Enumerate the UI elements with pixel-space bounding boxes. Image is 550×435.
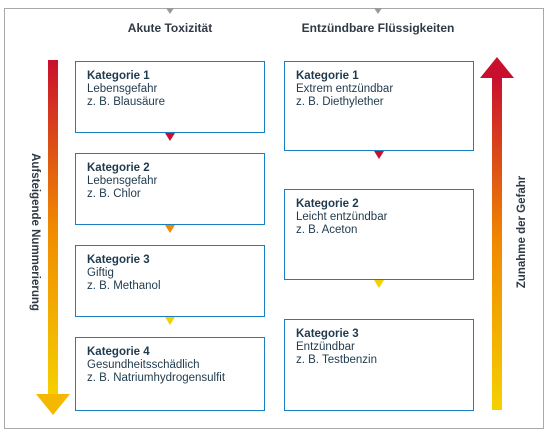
category-description: Giftig [87, 267, 114, 279]
orange-triangle-marker [165, 225, 175, 233]
red-triangle-marker [374, 151, 384, 159]
category-title: Kategorie 1 [296, 70, 359, 82]
category-example: z. B. Chlor [87, 188, 141, 200]
category-example: z. B. Natriumhydrogensulfit [87, 372, 226, 384]
top-notch-left [166, 8, 174, 14]
category-example: z. B. Aceton [296, 224, 358, 236]
category-description: Extrem entzündbar [296, 83, 394, 95]
category-title: Kategorie 2 [296, 198, 359, 210]
category-description: Entzündbar [296, 341, 355, 353]
left-category-2-box: Kategorie 2 Lebensgefahr z. B. Chlor [75, 153, 265, 225]
category-description: Lebensgefahr [87, 83, 158, 95]
category-description: Leicht entzündbar [296, 211, 388, 223]
category-title: Kategorie 3 [87, 254, 150, 266]
left-side-label: Aufsteigende Nummerierung [28, 153, 41, 311]
left-category-4-box: Kategorie 4 Gesundheitsschädlich z. B. N… [75, 337, 265, 411]
yellow-triangle-marker [374, 280, 384, 288]
category-title: Kategorie 1 [87, 70, 150, 82]
red-triangle-marker [165, 133, 175, 141]
category-example: z. B. Diethylether [296, 96, 384, 108]
ascending-numbering-arrow [36, 60, 70, 415]
right-column-heading: Entzündbare Flüssigkeiten [301, 21, 455, 35]
diagram-frame [4, 8, 544, 429]
category-description: Gesundheitsschädlich [87, 359, 200, 371]
category-title: Kategorie 2 [87, 162, 150, 174]
danger-increase-arrow [480, 57, 514, 410]
category-title: Kategorie 3 [296, 328, 359, 340]
category-title: Kategorie 4 [87, 346, 150, 358]
top-notch-right [374, 8, 382, 14]
category-description: Lebensgefahr [87, 175, 158, 187]
right-side-label: Zunahme der Gefahr [516, 175, 529, 289]
right-category-2-box: Kategorie 2 Leicht entzündbar z. B. Acet… [284, 189, 474, 280]
yellow-triangle-marker [165, 317, 175, 325]
left-column-heading: Akute Toxizität [127, 21, 213, 35]
category-example: z. B. Blausäure [87, 96, 165, 108]
category-example: z. B. Methanol [87, 280, 161, 292]
right-category-1-box: Kategorie 1 Extrem entzündbar z. B. Diet… [284, 61, 474, 151]
right-category-3-box: Kategorie 3 Entzündbar z. B. Testbenzin [284, 319, 474, 411]
left-category-1-box: Kategorie 1 Lebensgefahr z. B. Blausäure [75, 61, 265, 133]
category-example: z. B. Testbenzin [296, 354, 377, 366]
left-category-3-box: Kategorie 3 Giftig z. B. Methanol [75, 245, 265, 317]
